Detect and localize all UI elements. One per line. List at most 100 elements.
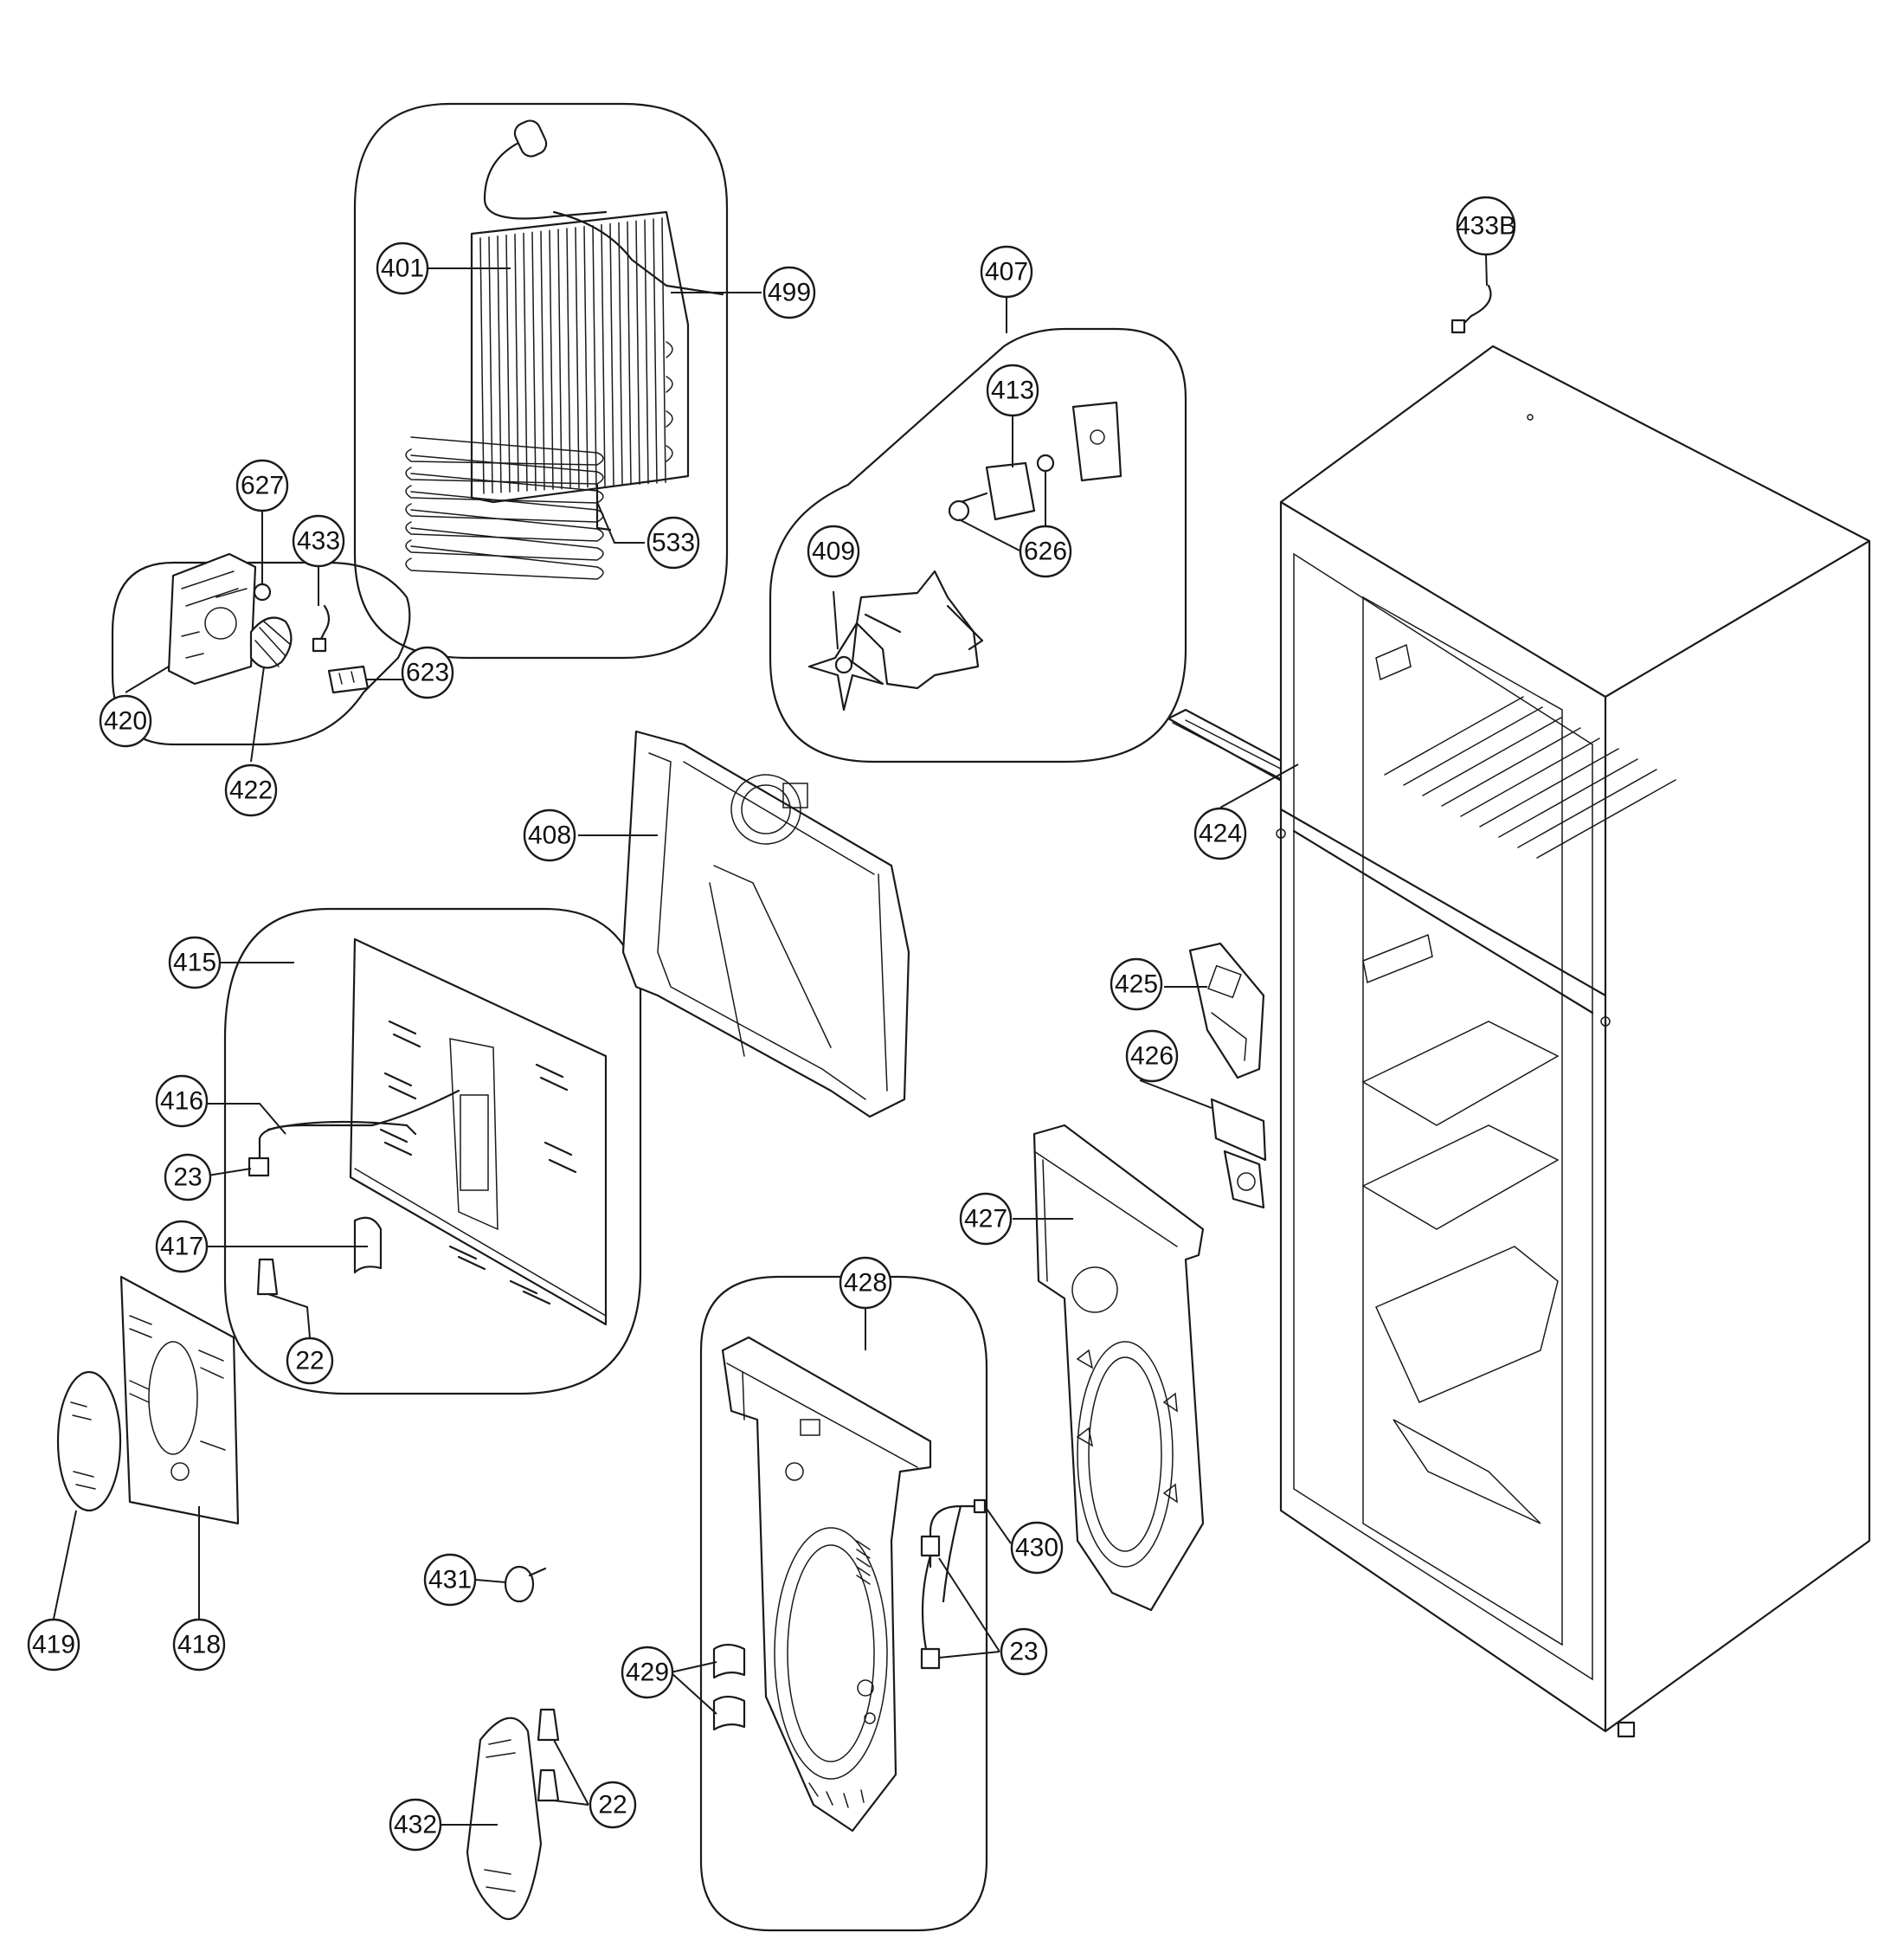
evaporator-cover-duct-icon (709, 865, 832, 1057)
callout-416-label: 416 (160, 1087, 203, 1116)
evaporator-fin-line (479, 237, 485, 494)
callout-401: 401 (376, 242, 429, 295)
group-outline-cover-assembly (699, 1275, 988, 1932)
callout-433: 433 (292, 514, 345, 568)
fridge-door-bin-1 (1361, 1021, 1560, 1126)
lens-419-icon (56, 1370, 122, 1512)
wire-416-icon (258, 1089, 460, 1162)
leader-lines (53, 254, 1488, 1826)
fan-motor-icon (985, 461, 1036, 521)
lamp-cover-418-icon (119, 1275, 240, 1525)
evaporator-cover-408 (621, 730, 910, 1118)
leader-422 (250, 666, 265, 763)
callout-427-label: 427 (964, 1205, 1007, 1234)
evaporator-fin-line (488, 236, 493, 494)
defrost-heater-loop (405, 527, 604, 561)
evaporator-fin-lines (479, 217, 673, 494)
clip-417-icon (353, 1216, 383, 1274)
defrost-heater-lead (595, 483, 612, 531)
knob-431-icon (504, 1565, 535, 1603)
callout-626: 626 (1019, 525, 1072, 578)
freezer-grid-rail (1441, 727, 1581, 807)
callout-413-label: 413 (991, 377, 1034, 405)
callout-418: 418 (172, 1618, 226, 1672)
callout-413: 413 (986, 364, 1039, 417)
callout-409: 409 (807, 525, 860, 578)
freezer-shelf-support (1375, 643, 1412, 681)
callout-422-label: 422 (229, 776, 273, 805)
callout-415: 415 (168, 936, 222, 989)
clip-429b-icon (712, 1695, 746, 1731)
evaporator-fin-line (505, 234, 511, 493)
evaporator-fin-line (627, 221, 632, 486)
callout-23b-label: 23 (1009, 1638, 1038, 1666)
motor-grommet-icon (1036, 454, 1055, 473)
callout-425: 425 (1110, 957, 1163, 1011)
inner-panel-bottom-edge-icon (354, 1168, 607, 1317)
evaporator-cover-fan-ring-inner-icon (741, 784, 791, 834)
cover-428-icon (721, 1336, 932, 1833)
callout-22b-label: 22 (598, 1791, 627, 1820)
callout-22a-label: 22 (295, 1347, 324, 1375)
cover-428-top-icon (726, 1362, 918, 1468)
leader-433b (1485, 254, 1488, 287)
callout-429: 429 (621, 1646, 674, 1699)
callout-407-label: 407 (985, 258, 1028, 287)
evaporator-fin-line (549, 229, 554, 490)
inner-panel-slot (383, 1072, 413, 1087)
evaporator-fin-line (618, 222, 623, 486)
evaporator-return-bend (666, 376, 673, 393)
control-housing-hub-icon (204, 607, 237, 640)
callout-425-label: 425 (1115, 970, 1158, 999)
lamp-cover-418-slots-icon (129, 1315, 226, 1451)
callout-424: 424 (1193, 807, 1247, 860)
cover-428-hole2-icon (857, 1679, 874, 1697)
knob-627-icon (253, 583, 272, 602)
duct-427-icon (1032, 1124, 1205, 1612)
inner-panel-slot (539, 1076, 569, 1092)
inner-panel-slot (383, 1141, 413, 1156)
damper-426-knob-icon (1237, 1172, 1256, 1191)
freezer-grid-rail (1384, 696, 1524, 776)
callout-22a: 22 (286, 1337, 334, 1385)
callout-428: 428 (839, 1256, 892, 1310)
callout-401-label: 401 (381, 254, 424, 283)
fan-motor-assembly (807, 401, 1122, 712)
fan-shroud-arm-icon (864, 604, 984, 651)
switch-433-body-icon (312, 637, 327, 653)
cabinet-inner-back-icon (1362, 596, 1563, 1646)
socket-23b-lower-icon (920, 1647, 941, 1670)
callout-432-label: 432 (394, 1811, 437, 1839)
evaporator-cover-frame-icon (648, 752, 888, 1100)
evaporator-assembly (405, 119, 724, 580)
cover-428-hole-icon (785, 1462, 804, 1481)
wire-23b-icon (921, 1554, 932, 1651)
cover-428-hole3-icon (864, 1712, 876, 1724)
inner-panel-slot (509, 1279, 538, 1295)
cover-428-vents-icon (808, 1782, 865, 1808)
bracket-425-detail-icon (1211, 1012, 1247, 1061)
leader-429 (670, 1661, 717, 1715)
duct-427 (1032, 1124, 1205, 1612)
callout-424-label: 424 (1199, 820, 1242, 848)
duct-427-ring-icon (1071, 1266, 1118, 1313)
callout-431: 431 (423, 1553, 477, 1607)
cover-428-slot-icon (800, 1419, 820, 1436)
callout-415-label: 415 (173, 949, 216, 977)
callout-499: 499 (762, 266, 816, 319)
leader-424 (1219, 763, 1299, 808)
evaporator-fin-line (557, 229, 563, 490)
callout-22b: 22 (589, 1781, 637, 1829)
inner-panel-slot (457, 1255, 486, 1271)
inner-panel-slot (388, 1085, 417, 1100)
callout-432: 432 (389, 1798, 442, 1852)
evaporator-fin-line (644, 219, 649, 485)
callout-416: 416 (155, 1074, 209, 1128)
callout-408-label: 408 (528, 821, 571, 850)
duct-427-holes-icon (1076, 1349, 1178, 1504)
cabinet-foot-icon (1617, 1721, 1636, 1738)
callout-417-label: 417 (160, 1233, 203, 1261)
socket-23b-upper-icon (920, 1535, 941, 1557)
leader-430 (984, 1505, 1012, 1544)
